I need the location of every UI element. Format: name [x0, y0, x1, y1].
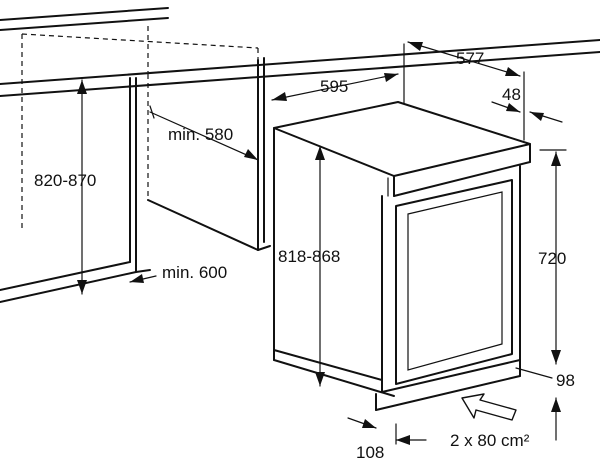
label-ventilation: 2 x 80 cm² [450, 431, 530, 450]
label-appliance-depth: 577 [456, 49, 484, 68]
label-door-height: 720 [538, 249, 566, 268]
label-appliance-width: 595 [320, 77, 348, 96]
dimension-lines [77, 41, 567, 445]
label-plinth-height: 98 [556, 371, 575, 390]
ventilation-arrow-icon [461, 393, 517, 421]
label-niche-depth: min. 580 [168, 125, 233, 144]
label-niche-width: min. 600 [162, 263, 227, 282]
label-plinth-depth: 108 [356, 443, 384, 462]
niche-cabinet [0, 7, 600, 303]
appliance [273, 101, 531, 411]
dimension-labels: 820-870 min. 580 min. 600 577 595 48 818… [34, 49, 575, 462]
label-door-offset: 48 [502, 85, 521, 104]
label-niche-height: 820-870 [34, 171, 96, 190]
label-appliance-height: 818-868 [278, 247, 340, 266]
